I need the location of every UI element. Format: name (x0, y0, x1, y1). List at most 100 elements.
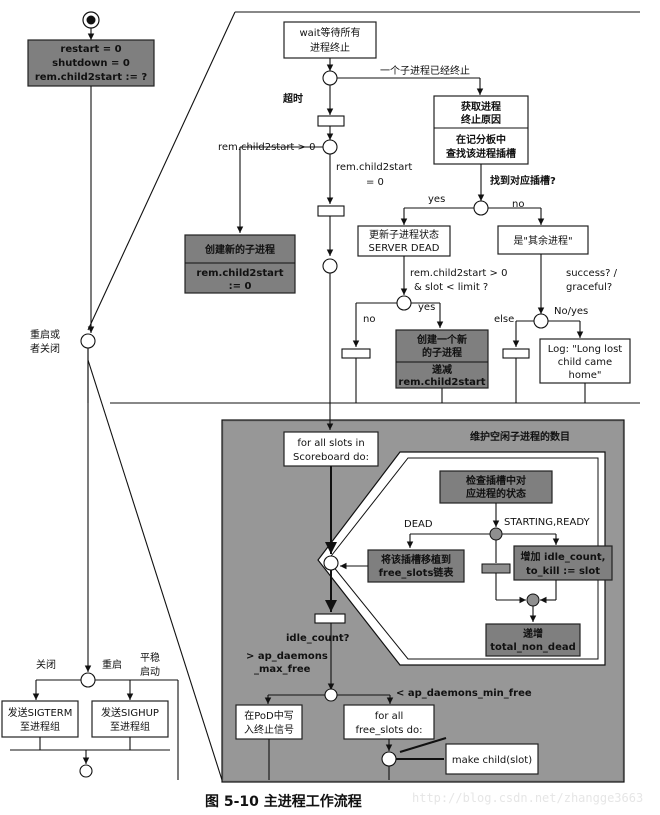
merge-node-icon (322, 258, 338, 274)
found-slot-label: 找到对应插槽? (490, 174, 556, 187)
create-one-line-2: 的子进程 (422, 346, 462, 359)
found-slot-decision-icon (473, 200, 489, 216)
free-slots-line-2: free_slots do: (356, 725, 423, 736)
figure-caption: 图 5-10 主进程工作流程 (205, 793, 362, 810)
signal-decision-icon (80, 672, 96, 688)
sighup-line-2: 至进程组 (110, 720, 150, 733)
rem-sync-bar (317, 205, 345, 217)
free-slots-line-1: for all (375, 711, 404, 722)
add-idle-line-2: to_kill := slot (526, 566, 600, 577)
find-slot-line-2: 查找该进程插槽 (445, 147, 516, 160)
create-child-box: 创建新的子进程 rem.child2start := 0 (184, 234, 296, 294)
yes-label: yes (428, 194, 445, 205)
idle-count-label: idle_count? (286, 633, 350, 644)
starting-sync-bar (481, 563, 511, 574)
loop-exit-bar (314, 613, 346, 624)
get-reason-line-1: 获取进程 (460, 100, 501, 113)
find-slot-line-1: 在记分板中 (456, 133, 506, 146)
check-slot-line-1: 检查插槽中对 (466, 474, 526, 487)
update-state-line-2: SERVER DEAD (369, 243, 440, 254)
child-exit-label: 一个子进程已经终止 (380, 64, 470, 77)
move-slot-line-1: 将该插槽移植到 (381, 553, 451, 566)
initial-state-box: restart = 0 shutdown = 0 rem.child2start… (27, 39, 155, 87)
start-node-icon (82, 11, 100, 29)
wait-box: wait等待所有 进程终止 (283, 21, 377, 59)
rem-slot-decision-icon (396, 295, 412, 311)
create-one-child-box: 创建一个新 的子进程 递减 rem.child2start (395, 329, 489, 389)
starting-ready-label: STARTING,READY (504, 517, 590, 528)
else-label: else (494, 314, 514, 325)
restart-or-close-node-icon (80, 333, 96, 349)
watermark: http://blog.csdn.net/zhangge3663 (412, 791, 643, 805)
sigterm-line-1: 发送SIGTERM (8, 706, 73, 719)
else-sync-bar (502, 348, 530, 359)
create-one-line-3: 递减 (432, 363, 452, 376)
increment-box: 递增 total_non_dead (485, 623, 581, 657)
move-slot-box: 将该插槽移植到 free_slots链表 (367, 549, 465, 583)
wait-decision-node-icon (322, 70, 338, 86)
check-slot-box: 检查插槽中对 应进程的状态 (439, 470, 553, 504)
sighup-line-1: 发送SIGHUP (101, 706, 159, 719)
wait-line-2: 进程终止 (310, 41, 350, 54)
for-all-slots-line-2: Scoreboard do: (293, 452, 369, 463)
free-slots-loop-icon (381, 751, 397, 767)
sighup-box: 发送SIGHUP 至进程组 (91, 700, 169, 738)
for-all-free-slots-box: for all free_slots do: (343, 704, 435, 740)
rem-eq0-label-2: = 0 (366, 177, 384, 188)
for-all-slots-line-1: for all slots in (297, 438, 364, 449)
log-box: Log: "Long lost child came home" (539, 338, 631, 384)
for-all-slots-box: for all slots in Scoreboard do: (283, 431, 379, 467)
no-label: no (512, 199, 524, 210)
create-child-line-3: := 0 (229, 281, 252, 292)
success-decision-icon (533, 313, 549, 329)
restart-or-close-label-1: 重启或 (30, 328, 60, 341)
rem-decision-node-icon (322, 139, 338, 155)
loop-node-icon (323, 555, 339, 571)
check-slot-decision-icon (489, 527, 503, 541)
wait-line-1: wait等待所有 (299, 26, 360, 39)
yes2-label: yes (418, 302, 435, 313)
update-state-line-1: 更新子进程状态 (369, 228, 439, 241)
log-line-1: Log: "Long lost (548, 344, 622, 355)
other-process-text: 是"其余进程" (513, 234, 572, 247)
graceful-label-1: 平稳 (140, 651, 160, 664)
lt-min-free-label: < ap_daemons_min_free (396, 688, 532, 699)
increment-line-1: 递增 (523, 627, 543, 640)
pod-line-2: 入终止信号 (244, 723, 294, 736)
timeout-label: 超时 (282, 92, 303, 105)
create-one-line-1: 创建一个新 (416, 333, 467, 346)
sigterm-line-2: 至进程组 (20, 720, 60, 733)
no2-label: no (363, 314, 375, 325)
timeout-sync-bar (317, 115, 345, 127)
success-graceful-1: success? / (566, 268, 618, 279)
pod-line-1: 在PoD中写 (244, 709, 294, 722)
create-child-line-2: rem.child2start (196, 268, 283, 279)
log-line-3: home" (569, 370, 602, 381)
dead-label: DEAD (404, 519, 433, 530)
success-graceful-2: graceful? (566, 282, 612, 293)
add-idle-box: 增加 idle_count, to_kill := slot (513, 545, 613, 581)
create-child-line-1: 创建新的子进程 (204, 243, 275, 256)
sigterm-box: 发送SIGTERM 至进程组 (1, 700, 79, 738)
increment-line-2: total_non_dead (490, 642, 576, 653)
add-idle-line-1: 增加 idle_count, (521, 550, 606, 563)
idle-count-decision-icon (324, 688, 338, 702)
get-reason-line-2: 终止原因 (461, 113, 501, 126)
initial-line-2: shutdown = 0 (52, 58, 130, 69)
move-slot-line-2: free_slots链表 (379, 566, 455, 579)
gt-max-free-2: _max_free (254, 664, 311, 675)
no-sync-bar (341, 348, 371, 359)
log-line-2: child came (558, 357, 612, 368)
graceful-label-2: 启动 (140, 665, 160, 678)
restart-label: 重启 (102, 658, 122, 671)
rem-slot-cond-1: rem.child2start > 0 (410, 268, 507, 279)
initial-line-3: rem.child2start := ? (35, 72, 147, 83)
close-label: 关闭 (36, 658, 56, 671)
rem-slot-cond-2: & slot < limit ? (414, 282, 488, 293)
update-state-box: 更新子进程状态 SERVER DEAD (357, 225, 451, 257)
check-slot-line-2: 应进程的状态 (466, 487, 526, 500)
maintenance-title: 维护空闲子进程的数目 (470, 430, 570, 443)
rem-eq0-label-1: rem.child2start (336, 162, 412, 173)
pod-box: 在PoD中写 入终止信号 (235, 704, 303, 740)
